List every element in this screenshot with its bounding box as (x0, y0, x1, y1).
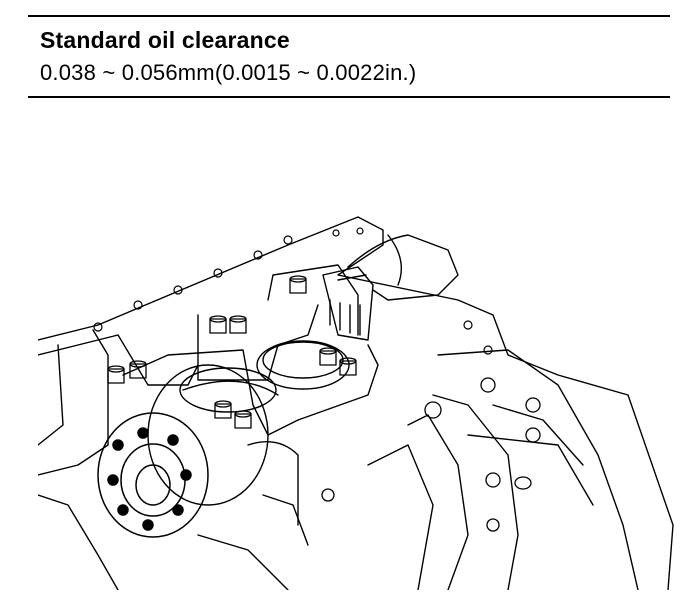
spec-label: Standard oil clearance (40, 27, 290, 53)
spec-value: 0.038 ~ 0.056mm(0.0015 ~ 0.0022in.) (40, 60, 417, 85)
engine-block-illustration (38, 205, 678, 590)
header-bottom-rule (28, 96, 670, 98)
header-top-rule (28, 15, 670, 17)
